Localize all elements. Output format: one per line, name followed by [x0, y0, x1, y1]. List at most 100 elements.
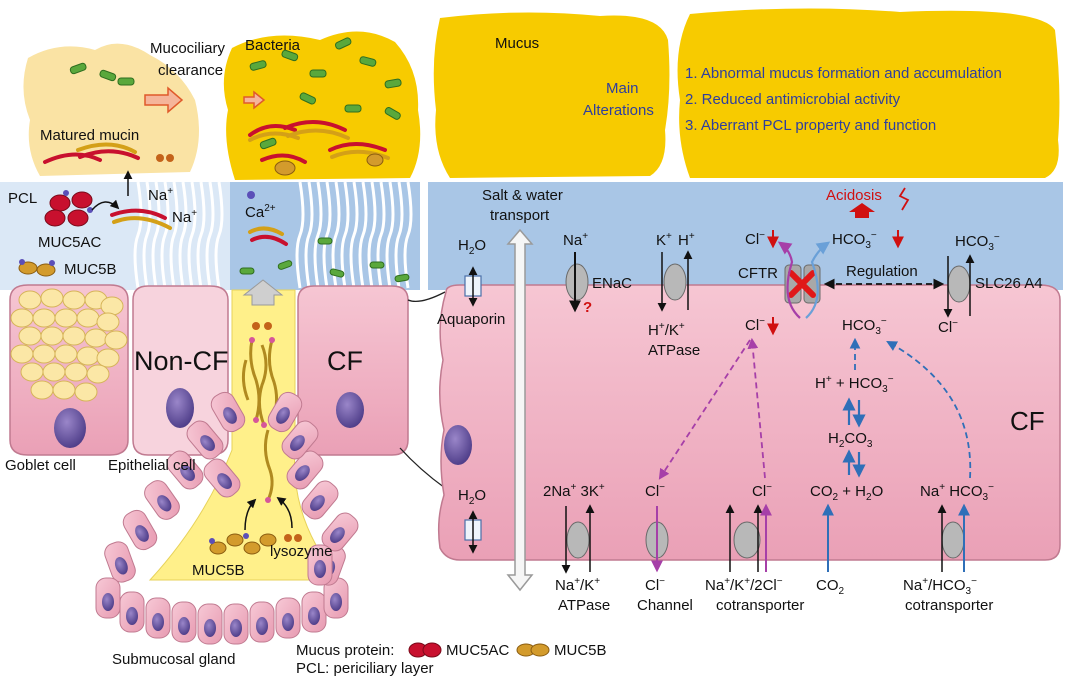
ca-label: Ca2+ [245, 203, 276, 221]
gland-cell [122, 509, 158, 551]
secreted-mucin [110, 208, 172, 230]
gland-muc5b-label: MUC5B [192, 562, 245, 579]
mucin-granule [42, 362, 66, 382]
cilium [295, 181, 305, 289]
cilium [340, 181, 350, 289]
hco3-top-label: HCO3− [832, 230, 877, 251]
mucin-granule [76, 308, 100, 328]
matured-mucin-label: Matured mucin [40, 127, 139, 144]
gland-cell [301, 591, 327, 633]
salt-water-label-1: Salt & water [482, 187, 563, 204]
nak-atpase-pump [566, 521, 590, 559]
enac-na-label: Na+ [563, 231, 588, 249]
slc26a4-label: SLC26 A4 [975, 275, 1043, 292]
main-alterations-label-2: Alterations [583, 102, 654, 119]
cilium [151, 181, 161, 289]
gland-cell [307, 544, 333, 586]
cf-label-left: CF [327, 346, 363, 376]
alteration-3: 3. Aberrant PCL property and function [685, 117, 936, 134]
hco3-inner-label: HCO3− [842, 316, 887, 337]
muc5b-particles-cf [274, 153, 384, 176]
cilium [331, 181, 341, 289]
gland-cell [166, 450, 204, 490]
cilium [394, 181, 404, 289]
cilium [133, 181, 143, 289]
gland-cell [144, 480, 180, 520]
gland-mucin-dots [249, 337, 275, 503]
cilium [169, 181, 179, 289]
legend-muc5b-icon [516, 643, 550, 657]
alteration-1: 1. Abnormal mucus formation and accumula… [685, 65, 1002, 82]
aquaporin-label: Aquaporin [437, 311, 505, 328]
bacteria-cf [249, 37, 402, 150]
na-label-1: Na+ [148, 186, 173, 204]
nkcc-cotransporter [733, 521, 761, 559]
gland-cell [210, 391, 246, 433]
cilium [214, 181, 224, 289]
cilium [349, 181, 359, 289]
mucin-granule [40, 326, 64, 346]
cilium [178, 181, 188, 289]
nkcc-cl-label: Cl− [752, 482, 772, 500]
cftr-cl-arrow [777, 241, 801, 319]
nbc-label-1: Na+/HCO3− [903, 576, 977, 597]
muc5b-secretion-arrow [244, 498, 257, 531]
mucus-label: Mucus [495, 35, 539, 52]
mucin-granule [96, 348, 120, 368]
cilium [304, 181, 314, 289]
gland-lysozyme-dots [252, 322, 272, 330]
mucin-granule [40, 288, 64, 308]
mucin-granule [18, 290, 42, 310]
muc5ac-granules [44, 190, 93, 227]
legend-mucus-protein: Mucus protein: [296, 642, 394, 659]
mucin-granule [62, 326, 86, 346]
h2o-top-label: H2O [458, 237, 486, 257]
gland-cell [186, 420, 224, 460]
legend-muc5ac: MUC5AC [446, 642, 510, 659]
gland-cell [301, 480, 339, 520]
gland-cell [267, 391, 303, 433]
gland-cell [249, 601, 275, 643]
mucus-blob-center [433, 12, 670, 179]
matured-mucin-strands [43, 142, 140, 164]
mucin-granule [54, 308, 78, 328]
mucin-granule [84, 328, 108, 348]
cilium [367, 181, 377, 289]
nkcc-label-2: cotransporter [716, 597, 804, 614]
non-cf-nucleus [166, 388, 194, 428]
mucin-granule [18, 326, 42, 346]
mucin-granule [62, 290, 86, 310]
cilium [142, 181, 152, 289]
h2o-bottom-label: H2O [458, 487, 486, 507]
cl-channel-ion-label: Cl− [645, 482, 665, 500]
mucin-granule [10, 344, 34, 364]
cl-channel-dashed-arrow [658, 339, 751, 480]
mucin-granule [10, 308, 34, 328]
gland-lysozyme-particles [284, 534, 302, 542]
mucin-granule [96, 312, 120, 332]
zoom-line-top [407, 291, 446, 303]
cl-channel-label-1: Cl− [645, 576, 665, 594]
gland-cell [145, 597, 171, 639]
hk-h-label: H+ [678, 231, 695, 249]
mucin-granule [52, 380, 76, 400]
cilium [403, 181, 413, 289]
cftr-block-x [788, 270, 816, 298]
mucin-granule [54, 344, 78, 364]
bacteria-label: Bacteria [245, 37, 301, 54]
cl-top-label: Cl− [745, 230, 765, 248]
ca-mucin [248, 226, 288, 246]
slc-hco3-label: HCO3− [955, 232, 1000, 253]
muc5ac-label: MUC5AC [38, 234, 102, 251]
cilium [187, 181, 197, 289]
zoom-cf-cell [437, 284, 1061, 561]
cftr-label: CFTR [738, 265, 778, 282]
cl-channel-label-2: Channel [637, 597, 693, 614]
gland-cell [104, 541, 136, 583]
nbc-dashed-arrow [886, 340, 972, 479]
mucin-granule [86, 364, 110, 384]
enac-question: ? [583, 299, 592, 316]
slc-cl-label: Cl− [938, 318, 958, 336]
nak-ions-label: 2Na+ 3K+ [543, 482, 605, 500]
